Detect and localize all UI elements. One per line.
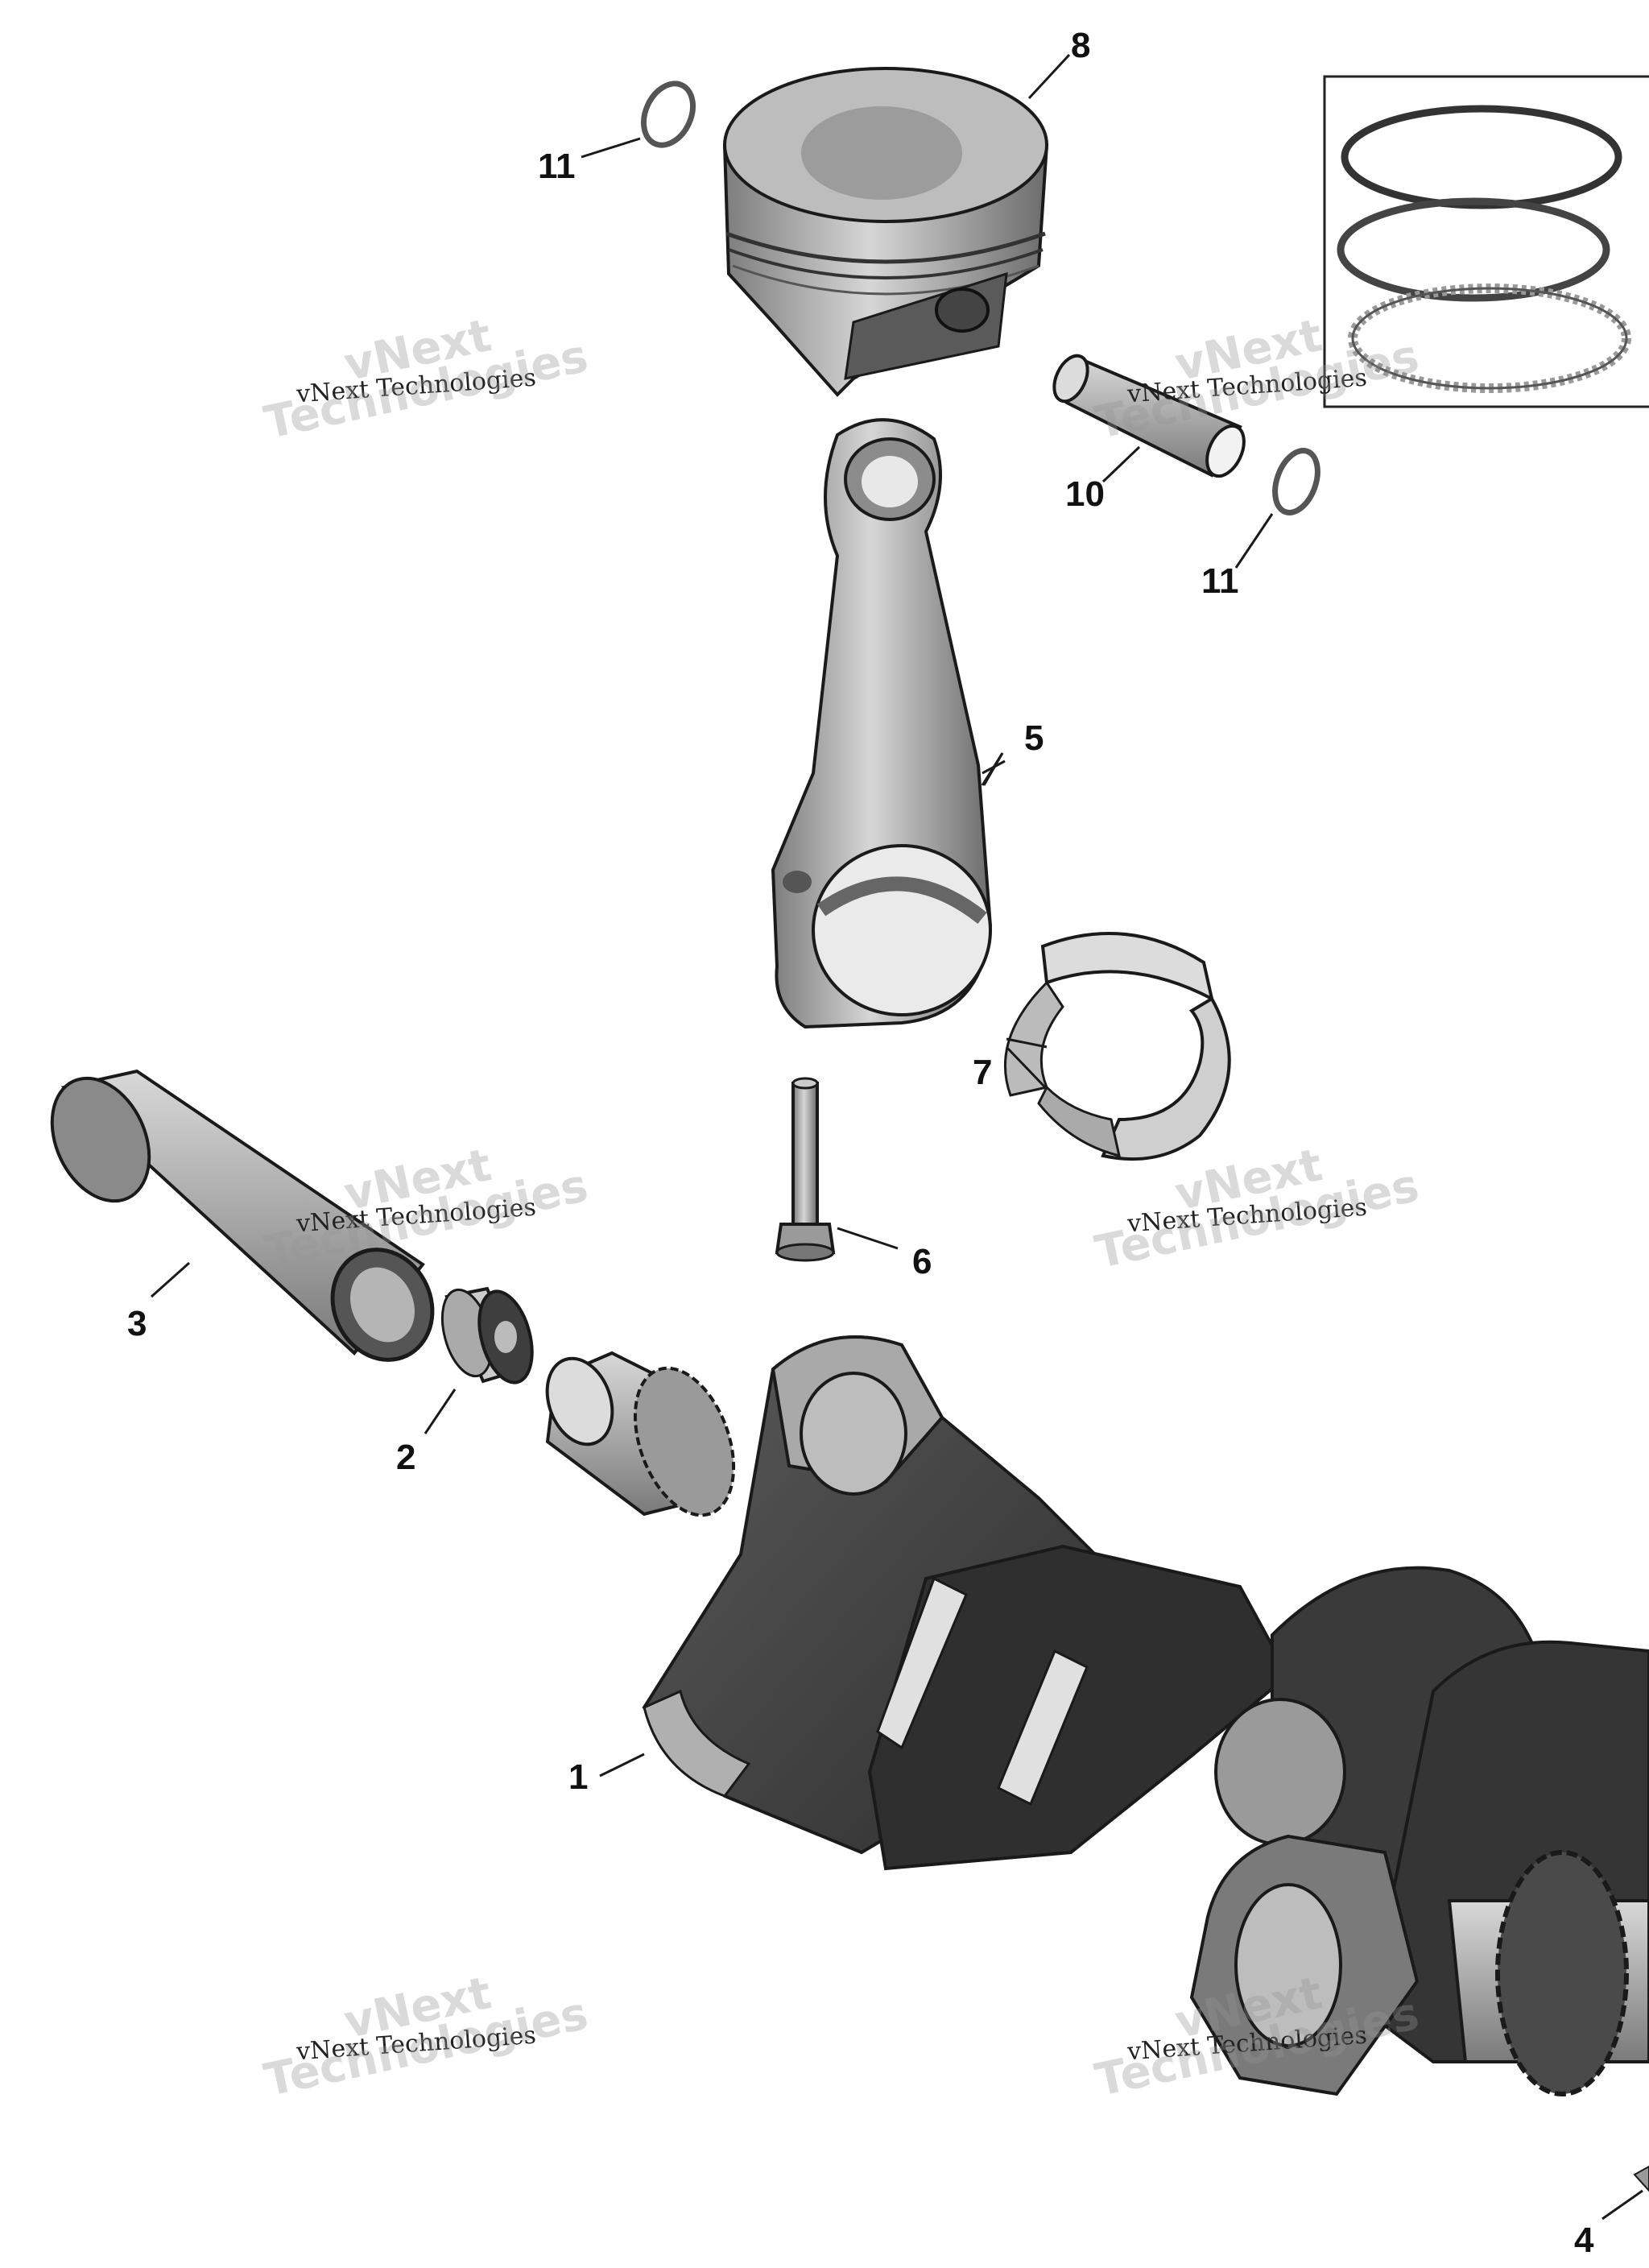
connecting-rod <box>771 418 993 1029</box>
bushing <box>440 1286 534 1384</box>
callout-11-upper: 11 <box>538 147 576 186</box>
callout-4: 4 <box>1574 2220 1594 2260</box>
callout-5: 5 <box>1024 718 1044 758</box>
part-4-edge <box>1633 2165 1649 2192</box>
circlip-lower <box>1272 448 1320 515</box>
callout-6: 6 <box>912 1242 932 1281</box>
callout-8: 8 <box>1071 26 1091 65</box>
rod-bolt <box>775 1077 836 1262</box>
piston-pin <box>1052 354 1246 478</box>
callout-10: 10 <box>1065 474 1105 514</box>
callout-1: 1 <box>568 1757 589 1797</box>
crankshaft <box>545 1335 1649 2096</box>
callout-7: 7 <box>973 1053 993 1092</box>
circlip-upper <box>641 81 696 148</box>
piston <box>722 67 1049 397</box>
callout-2: 2 <box>396 1438 416 1477</box>
piston-rings-box <box>1323 75 1649 408</box>
shaft-sleeve <box>50 1069 435 1362</box>
leader-lines <box>151 53 1643 2220</box>
callout-11-lower: 11 <box>1201 561 1239 601</box>
callout-3: 3 <box>127 1304 147 1343</box>
bearing-shells <box>1004 932 1231 1161</box>
